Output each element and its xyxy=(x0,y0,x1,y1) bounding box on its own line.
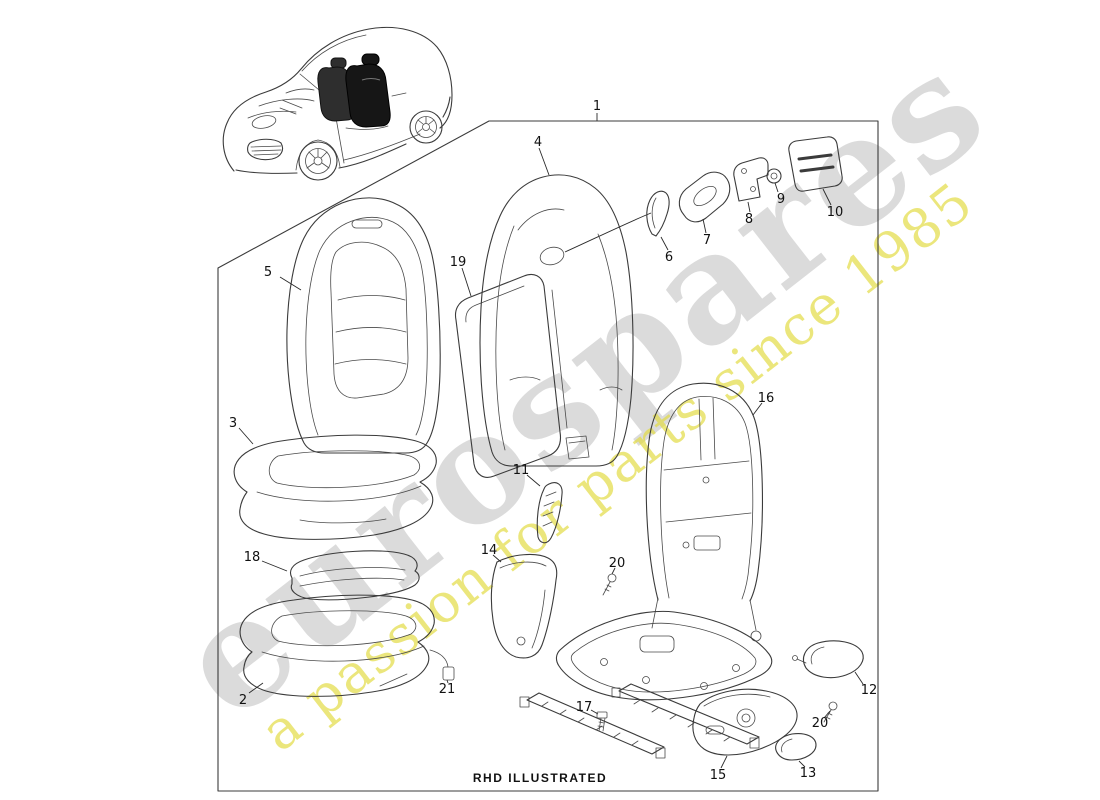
part-8-bracket xyxy=(733,157,769,202)
callout-9: 9 xyxy=(777,192,785,207)
part-20-screw-b xyxy=(823,701,838,723)
callout-12: 12 xyxy=(861,683,878,698)
car-right-seat xyxy=(345,63,391,128)
callout-11: 11 xyxy=(513,463,530,478)
part-16-seat-frame xyxy=(519,382,773,759)
diagram-frame xyxy=(217,120,879,792)
part-2-cushion-cover xyxy=(239,594,455,697)
callout-2: 2 xyxy=(239,693,247,708)
latch-aperture xyxy=(539,246,565,266)
callout-14: 14 xyxy=(481,543,498,558)
part-4-seat-back xyxy=(479,174,652,467)
leader-lines xyxy=(238,113,864,769)
part-3-seat-cushion xyxy=(233,434,437,540)
callout-15: 15 xyxy=(710,768,727,783)
car-rear-wheel xyxy=(409,110,443,144)
callout-labels: 1 2 3 4 5 6 7 8 9 10 11 12 13 14 15 16 1… xyxy=(229,99,877,783)
rhd-illustrated-note: RHD ILLUSTRATED xyxy=(473,771,607,785)
seat-pan xyxy=(555,610,773,701)
car-grille xyxy=(247,138,284,161)
callout-19: 19 xyxy=(450,255,467,270)
part-18-cushion-pad xyxy=(289,550,420,601)
watermark-brand-text: eurospares xyxy=(146,17,1018,752)
part-15-outer-side-trim xyxy=(692,688,798,756)
callout-4: 4 xyxy=(534,135,542,150)
callout-8: 8 xyxy=(745,212,753,227)
latch-reference-line xyxy=(564,212,652,253)
part-6-release-lever xyxy=(646,190,670,237)
part-14-inner-side-trim xyxy=(490,553,558,659)
watermark: eurospares a passion for parts since 198… xyxy=(146,17,1018,763)
callout-18: 18 xyxy=(244,550,261,565)
part-5-seat-back-cover xyxy=(286,197,441,454)
car-seats xyxy=(317,53,391,128)
callout-6: 6 xyxy=(665,250,673,265)
callout-1: 1 xyxy=(593,99,601,114)
callout-20b: 20 xyxy=(812,716,829,731)
callout-16: 16 xyxy=(758,391,775,406)
part-19-seat-back-board xyxy=(454,273,568,478)
callout-5: 5 xyxy=(264,265,272,280)
part-7-release-handle xyxy=(678,171,731,223)
part-20-screw-a xyxy=(602,573,617,596)
callout-20a: 20 xyxy=(609,556,626,571)
part-17-bolt xyxy=(596,711,608,732)
car-left-headrest xyxy=(330,57,347,69)
callout-3: 3 xyxy=(229,416,237,431)
pull-strap xyxy=(565,435,590,460)
car-cutaway-illustration xyxy=(222,26,453,181)
car-front-wheel xyxy=(295,139,341,181)
slide-rails xyxy=(519,683,760,759)
part-9-grommet xyxy=(766,168,782,184)
part-12-recline-lever xyxy=(792,640,864,679)
part-13-handle-knob xyxy=(775,733,817,761)
part-11-recline-finisher xyxy=(536,482,563,544)
callout-21: 21 xyxy=(439,682,456,697)
car-headlight xyxy=(251,115,277,129)
headrest-slot xyxy=(351,219,383,229)
callout-7: 7 xyxy=(703,233,711,248)
callout-10: 10 xyxy=(827,205,844,220)
part-10-plate xyxy=(788,136,843,192)
callout-17: 17 xyxy=(576,700,593,715)
callout-13: 13 xyxy=(800,766,817,781)
part-21-wiring-connector xyxy=(429,649,455,681)
car-right-headrest xyxy=(361,53,380,66)
recliner-pivot xyxy=(750,630,762,642)
